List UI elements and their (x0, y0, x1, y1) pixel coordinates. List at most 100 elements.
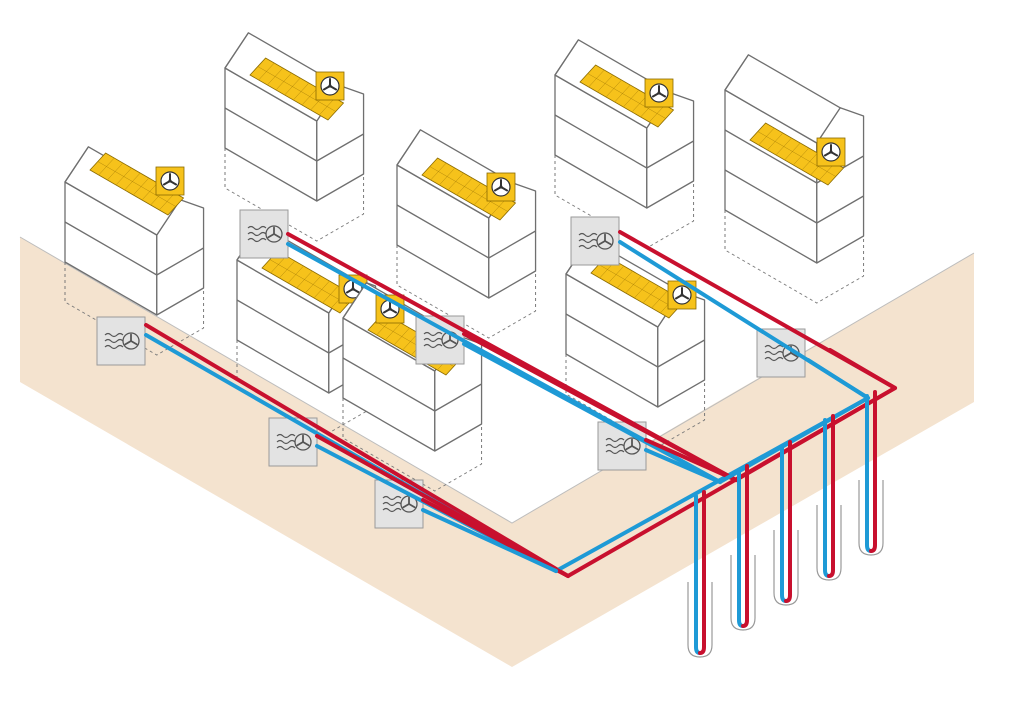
basement-outline (396, 245, 537, 339)
wave-line (276, 439, 296, 445)
pump-fan-blade (625, 445, 633, 451)
heat-pump-2 (239, 209, 289, 259)
pump-fan-blade (302, 441, 310, 447)
return-branch-right-back (618, 240, 870, 400)
wave-icon (578, 232, 598, 250)
building-2 (224, 32, 365, 242)
solar-cell-line (757, 131, 836, 177)
wave-fan-icon (294, 433, 312, 451)
pump-fan-blade (631, 445, 639, 451)
pump-fan-blade (130, 340, 138, 346)
fan-icon (667, 280, 697, 310)
pump-fan-ring (596, 232, 614, 250)
fan-hub (657, 91, 661, 95)
heat-pump-box (570, 216, 620, 266)
wave-icon (276, 433, 296, 451)
floor-line (565, 313, 705, 368)
supply-probe-leg (784, 440, 792, 603)
roof-edge (342, 282, 367, 319)
supply-probe-leg (869, 390, 877, 553)
wave-line (423, 337, 443, 343)
fan-icon (486, 172, 516, 202)
return-branch-front-mid (421, 508, 558, 573)
floor-line (554, 114, 694, 169)
fan-icon (315, 71, 345, 101)
roof-edge (554, 39, 579, 76)
wave-line (247, 237, 267, 243)
wave-line (578, 244, 598, 250)
geothermal-probe-icon (687, 490, 713, 658)
pump-fan-ring (294, 433, 312, 451)
borehole-casing (730, 555, 756, 631)
fan-hub (499, 185, 503, 189)
basement-outline (64, 262, 205, 356)
pump-fan-blade (449, 339, 457, 345)
fan-hub (829, 150, 833, 154)
fan-icon (644, 78, 674, 108)
borehole-casing (816, 505, 842, 581)
wave-icon (764, 344, 784, 362)
solar-cell-line (257, 66, 336, 112)
wave-fan-icon (623, 437, 641, 455)
wave-line (382, 501, 402, 507)
fan-hub (388, 307, 392, 311)
supply-branch-middle (462, 332, 738, 482)
solar-panel-icon (749, 122, 845, 186)
wave-icon (382, 495, 402, 513)
supply-probe-leg (741, 464, 749, 628)
solar-panel-icon (579, 64, 675, 128)
fan-hub (168, 179, 172, 183)
solar-cell-line (598, 264, 677, 310)
return-branch-middle (462, 342, 722, 484)
wave-icon (423, 331, 443, 349)
supply-branch-front-right (644, 438, 738, 482)
building-3 (554, 39, 695, 249)
pump-fan-blade (443, 339, 451, 345)
fan-icon (155, 166, 185, 196)
roof-edge (224, 32, 249, 69)
return-header (718, 396, 870, 484)
borehole-casing (773, 530, 799, 606)
fan-hub (328, 84, 332, 88)
fan-hub (680, 293, 684, 297)
roof-edge (724, 54, 749, 91)
wave-line (764, 350, 784, 356)
basement-outline (342, 398, 483, 492)
wave-line (578, 238, 598, 244)
floor-line (724, 129, 864, 184)
pump-fan-blade (402, 503, 410, 509)
floor-line (396, 204, 536, 259)
supply-probe-leg (698, 490, 706, 655)
heat-pump-3 (570, 216, 620, 266)
pump-fan-ring (623, 437, 641, 455)
wave-line (764, 344, 784, 350)
wave-fan-icon (265, 225, 283, 243)
building-1 (64, 146, 205, 356)
pump-fan-blade (267, 233, 275, 239)
basement-outline (724, 210, 865, 304)
pump-fan-blade (598, 240, 606, 246)
wave-line (605, 443, 625, 449)
wave-line (605, 449, 625, 455)
solar-cell-line (587, 73, 666, 119)
heat-pump-1 (96, 316, 146, 366)
pump-fan-blade (296, 441, 304, 447)
geothermal-probe-icon (858, 390, 884, 556)
return-branch-front-right (644, 448, 722, 484)
basement-outline (224, 148, 365, 242)
geothermal-probe-icon (730, 464, 756, 631)
wave-line (276, 445, 296, 451)
wave-line (423, 331, 443, 337)
solar-panel-icon (89, 152, 185, 216)
wave-line (247, 231, 267, 237)
solar-cell-line (97, 161, 176, 207)
heat-pump-box (96, 316, 146, 366)
solar-panel-icon (249, 57, 345, 121)
roof-edge (64, 146, 89, 183)
building-gable-face (156, 199, 205, 316)
floor-line (724, 169, 864, 224)
solar-cell-line (269, 259, 348, 305)
pump-fan-ring (122, 332, 140, 350)
pump-fan-blade (124, 340, 132, 346)
